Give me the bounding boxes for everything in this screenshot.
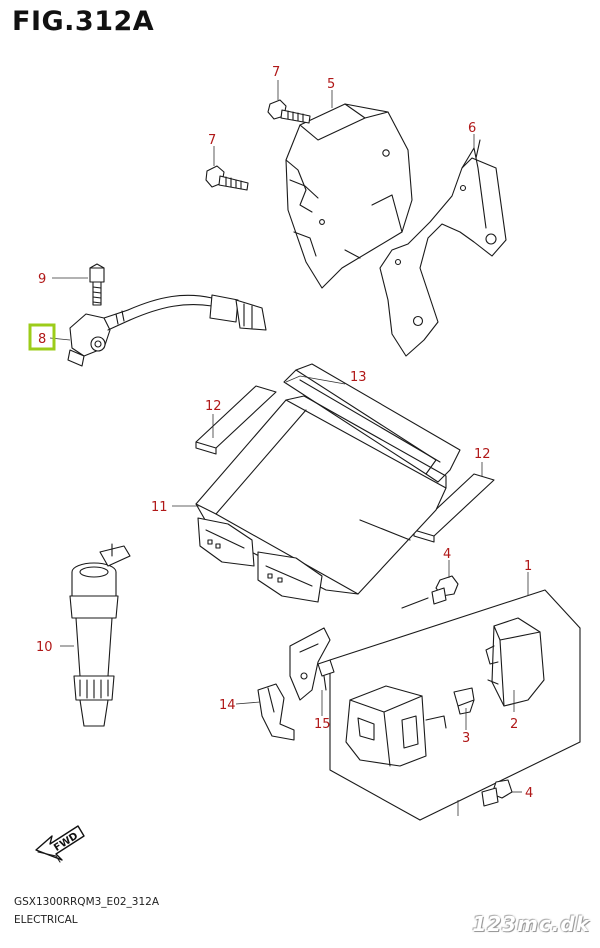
figure-title: FIG.312A [12, 6, 155, 37]
part-6-bracket [379, 139, 507, 357]
callout-13: 13 [350, 370, 367, 385]
callout-1: 1 [524, 559, 532, 574]
part-7-bolt-upper [267, 99, 311, 124]
leader-lines [49, 80, 529, 816]
callout-5: 5 [327, 77, 335, 92]
callout-7-lower: 7 [208, 133, 216, 148]
callout-10: 10 [36, 640, 53, 655]
part-9-bolt [89, 263, 105, 306]
callout-6: 6 [468, 121, 476, 136]
part-5-control-housing [285, 103, 413, 289]
part-3-terminal [453, 687, 475, 715]
part-13-cover-strip [283, 363, 461, 483]
callout-14: 14 [219, 698, 236, 713]
callout-4-lower: 4 [525, 786, 533, 801]
part-4-screw-upper [431, 575, 459, 605]
fwd-arrow: FWD [35, 825, 85, 863]
callout-8: 8 [38, 332, 46, 347]
part-12-pad-left [195, 385, 277, 455]
callout-7-upper: 7 [272, 65, 280, 80]
part-7-bolt-lower [205, 165, 249, 191]
part-11-ecm [195, 395, 447, 603]
callout-9: 9 [38, 272, 46, 287]
part-10-ignition-coil [69, 543, 131, 727]
footer-model-code: GSX1300RRQM3_E02_312A [14, 896, 160, 908]
part-15-bracket [289, 627, 335, 701]
part-14-clip [257, 683, 295, 741]
watermark: 123mc.dk [472, 912, 590, 936]
part-8-sensor [67, 294, 267, 367]
callout-2: 2 [510, 717, 518, 732]
callout-8-highlight [28, 323, 56, 351]
part-4-screw-lower [481, 779, 513, 807]
callout-numbers: 7 5 6 7 9 8 13 12 12 11 4 1 10 14 2 3 15… [36, 65, 533, 801]
footer-section: ELECTRICAL [14, 914, 78, 926]
callout-3: 3 [462, 731, 470, 746]
callout-12-left: 12 [205, 399, 222, 414]
callout-15: 15 [314, 717, 331, 732]
relay-block [345, 685, 447, 767]
callout-12-right: 12 [474, 447, 491, 462]
callout-4-upper: 4 [443, 547, 451, 562]
part-2-relay-cover [485, 617, 545, 707]
callout-11: 11 [151, 500, 168, 515]
